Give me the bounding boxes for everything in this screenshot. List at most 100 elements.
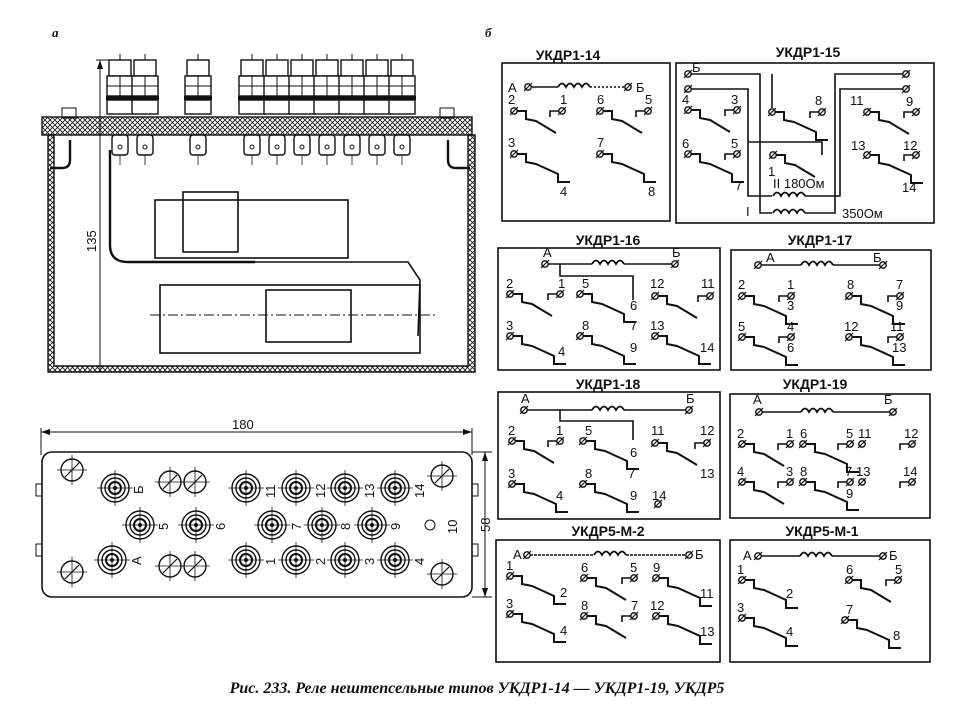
terminal-label: 4 [412, 558, 427, 565]
contact-label: 5 [895, 562, 902, 577]
contact-label: 1 [768, 164, 775, 179]
contact-label: 9 [630, 488, 637, 503]
contact-label: 14 [902, 180, 916, 195]
contact-label: 4 [737, 464, 744, 479]
contact-label: 5 [630, 560, 637, 575]
terminal-label: 13 [362, 484, 377, 498]
contact-label: 7 [630, 318, 637, 333]
contact-label: 6 [846, 562, 853, 577]
contact-label: 8 [815, 93, 822, 108]
scheme-ukdr5-m-1: УКДР5-М-1 А Б 1 2 6 5 3 4 7 8 [729, 523, 931, 663]
contact-label: 11 [858, 426, 872, 441]
contact-label: 5 [846, 426, 853, 441]
contact-label: 5 [731, 136, 738, 151]
terminal-cover-plate [41, 116, 473, 136]
contact-label: 3 [506, 596, 513, 611]
contact-label: 2 [786, 586, 793, 601]
base-plate [41, 451, 473, 598]
scheme-title: УКДР1-19 [783, 376, 848, 392]
relay-side-view: 135 [41, 53, 476, 373]
contact-label: 6 [581, 560, 588, 575]
contact-label: 4 [560, 184, 567, 199]
dim-135-label: 135 [84, 230, 99, 252]
contact-label: 11 [701, 276, 715, 291]
contact-label: 13 [892, 340, 906, 355]
contact-label: 8 [800, 464, 807, 479]
contact-label: 9 [630, 340, 637, 355]
contact-label: 9 [906, 94, 913, 109]
coil-terminal-a: А [513, 547, 522, 562]
contact-label: 13 [700, 624, 714, 639]
contact-label: 4 [787, 319, 794, 334]
scheme-title: УКДР5-М-1 [785, 523, 858, 539]
contact-label: 1 [556, 423, 563, 438]
coil-terminal-b: Б [692, 60, 701, 75]
contact-label: 3 [506, 318, 513, 333]
contact-label: 2 [506, 276, 513, 291]
contact-label: 3 [508, 466, 515, 481]
contact-label: 13 [700, 466, 714, 481]
contact-label: 8 [648, 184, 655, 199]
contact-label: 13 [851, 138, 865, 153]
contact-label: 4 [560, 623, 567, 638]
winding-label: II 180Ом [773, 176, 825, 191]
contact-label: 7 [628, 466, 635, 481]
contact-label: 5 [585, 423, 592, 438]
terminal-label: 14 [412, 484, 427, 498]
scheme-ukdr1-18: УКДР1-18 А Б 2 1 5 6 11 12 3 4 8 7 9 14 … [497, 376, 721, 520]
contact-label: 7 [597, 135, 604, 150]
terminal-label: 1 [263, 558, 278, 565]
contact-label: 8 [893, 628, 900, 643]
contact-label: 5 [645, 92, 652, 107]
coil-terminal-b: Б [873, 250, 882, 265]
terminal-label: 3 [362, 558, 377, 565]
panel-label-a: а [52, 25, 59, 40]
contact-label: 14 [652, 488, 666, 503]
terminal-label: 8 [338, 523, 353, 530]
contact-label: 4 [682, 92, 689, 107]
contact-label: 6 [682, 136, 689, 151]
contact-label: 7 [845, 464, 852, 479]
contact-label: 11 [651, 423, 665, 438]
scheme-ukdr1-19: УКДР1-19 А Б 2 1 6 5 11 12 4 3 8 7 13 14… [729, 376, 931, 519]
scheme-title: УКДР1-14 [536, 47, 601, 63]
contact-label: 2 [737, 426, 744, 441]
terminal-label: 7 [289, 523, 304, 530]
contact-label: 13 [650, 318, 664, 333]
contact-label: 8 [847, 277, 854, 292]
scheme-title: УКДР5-М-2 [571, 523, 644, 539]
figure-caption: Рис. 233. Реле нештепсельные типов УКДР1… [229, 680, 725, 697]
terminal-label: А [129, 556, 144, 565]
contact-label: 1 [506, 558, 513, 573]
terminal-label: 10 [445, 520, 460, 534]
contact-label: 12 [844, 319, 858, 334]
contact-label: 7 [896, 277, 903, 292]
scheme-ukdr1-16: УКДР1-16 А Б 2 1 5 6 12 11 3 4 8 7 9 13 … [497, 232, 721, 371]
coil-terminal-b: Б [884, 392, 893, 407]
relay-coil-block [154, 199, 349, 259]
contact-label: 7 [631, 598, 638, 613]
coil-terminal-a: А [521, 391, 530, 406]
relay-bottom-view: 180 58 [35, 417, 493, 598]
coil-terminal-a: А [753, 392, 762, 407]
coil-terminal-b: Б [672, 245, 681, 260]
coil-terminal-a: А [743, 548, 752, 563]
contact-label: 3 [737, 600, 744, 615]
contact-label: 3 [731, 92, 738, 107]
contact-label: 1 [787, 277, 794, 292]
terminal-label: 2 [313, 558, 328, 565]
contact-label: 7 [735, 178, 742, 193]
contact-label: 12 [700, 423, 714, 438]
contact-label: 12 [650, 276, 664, 291]
contact-label: 9 [896, 298, 903, 313]
contact-label: 3 [787, 298, 794, 313]
terminal-label: Б [131, 485, 146, 494]
contact-label: 2 [508, 92, 515, 107]
contact-label: 13 [856, 464, 870, 479]
scheme-title: УКДР1-17 [788, 232, 853, 248]
coil-terminal-a: А [508, 80, 517, 95]
scheme-title: УКДР1-15 [776, 44, 841, 60]
contact-label: 6 [630, 298, 637, 313]
contact-label: 6 [787, 340, 794, 355]
